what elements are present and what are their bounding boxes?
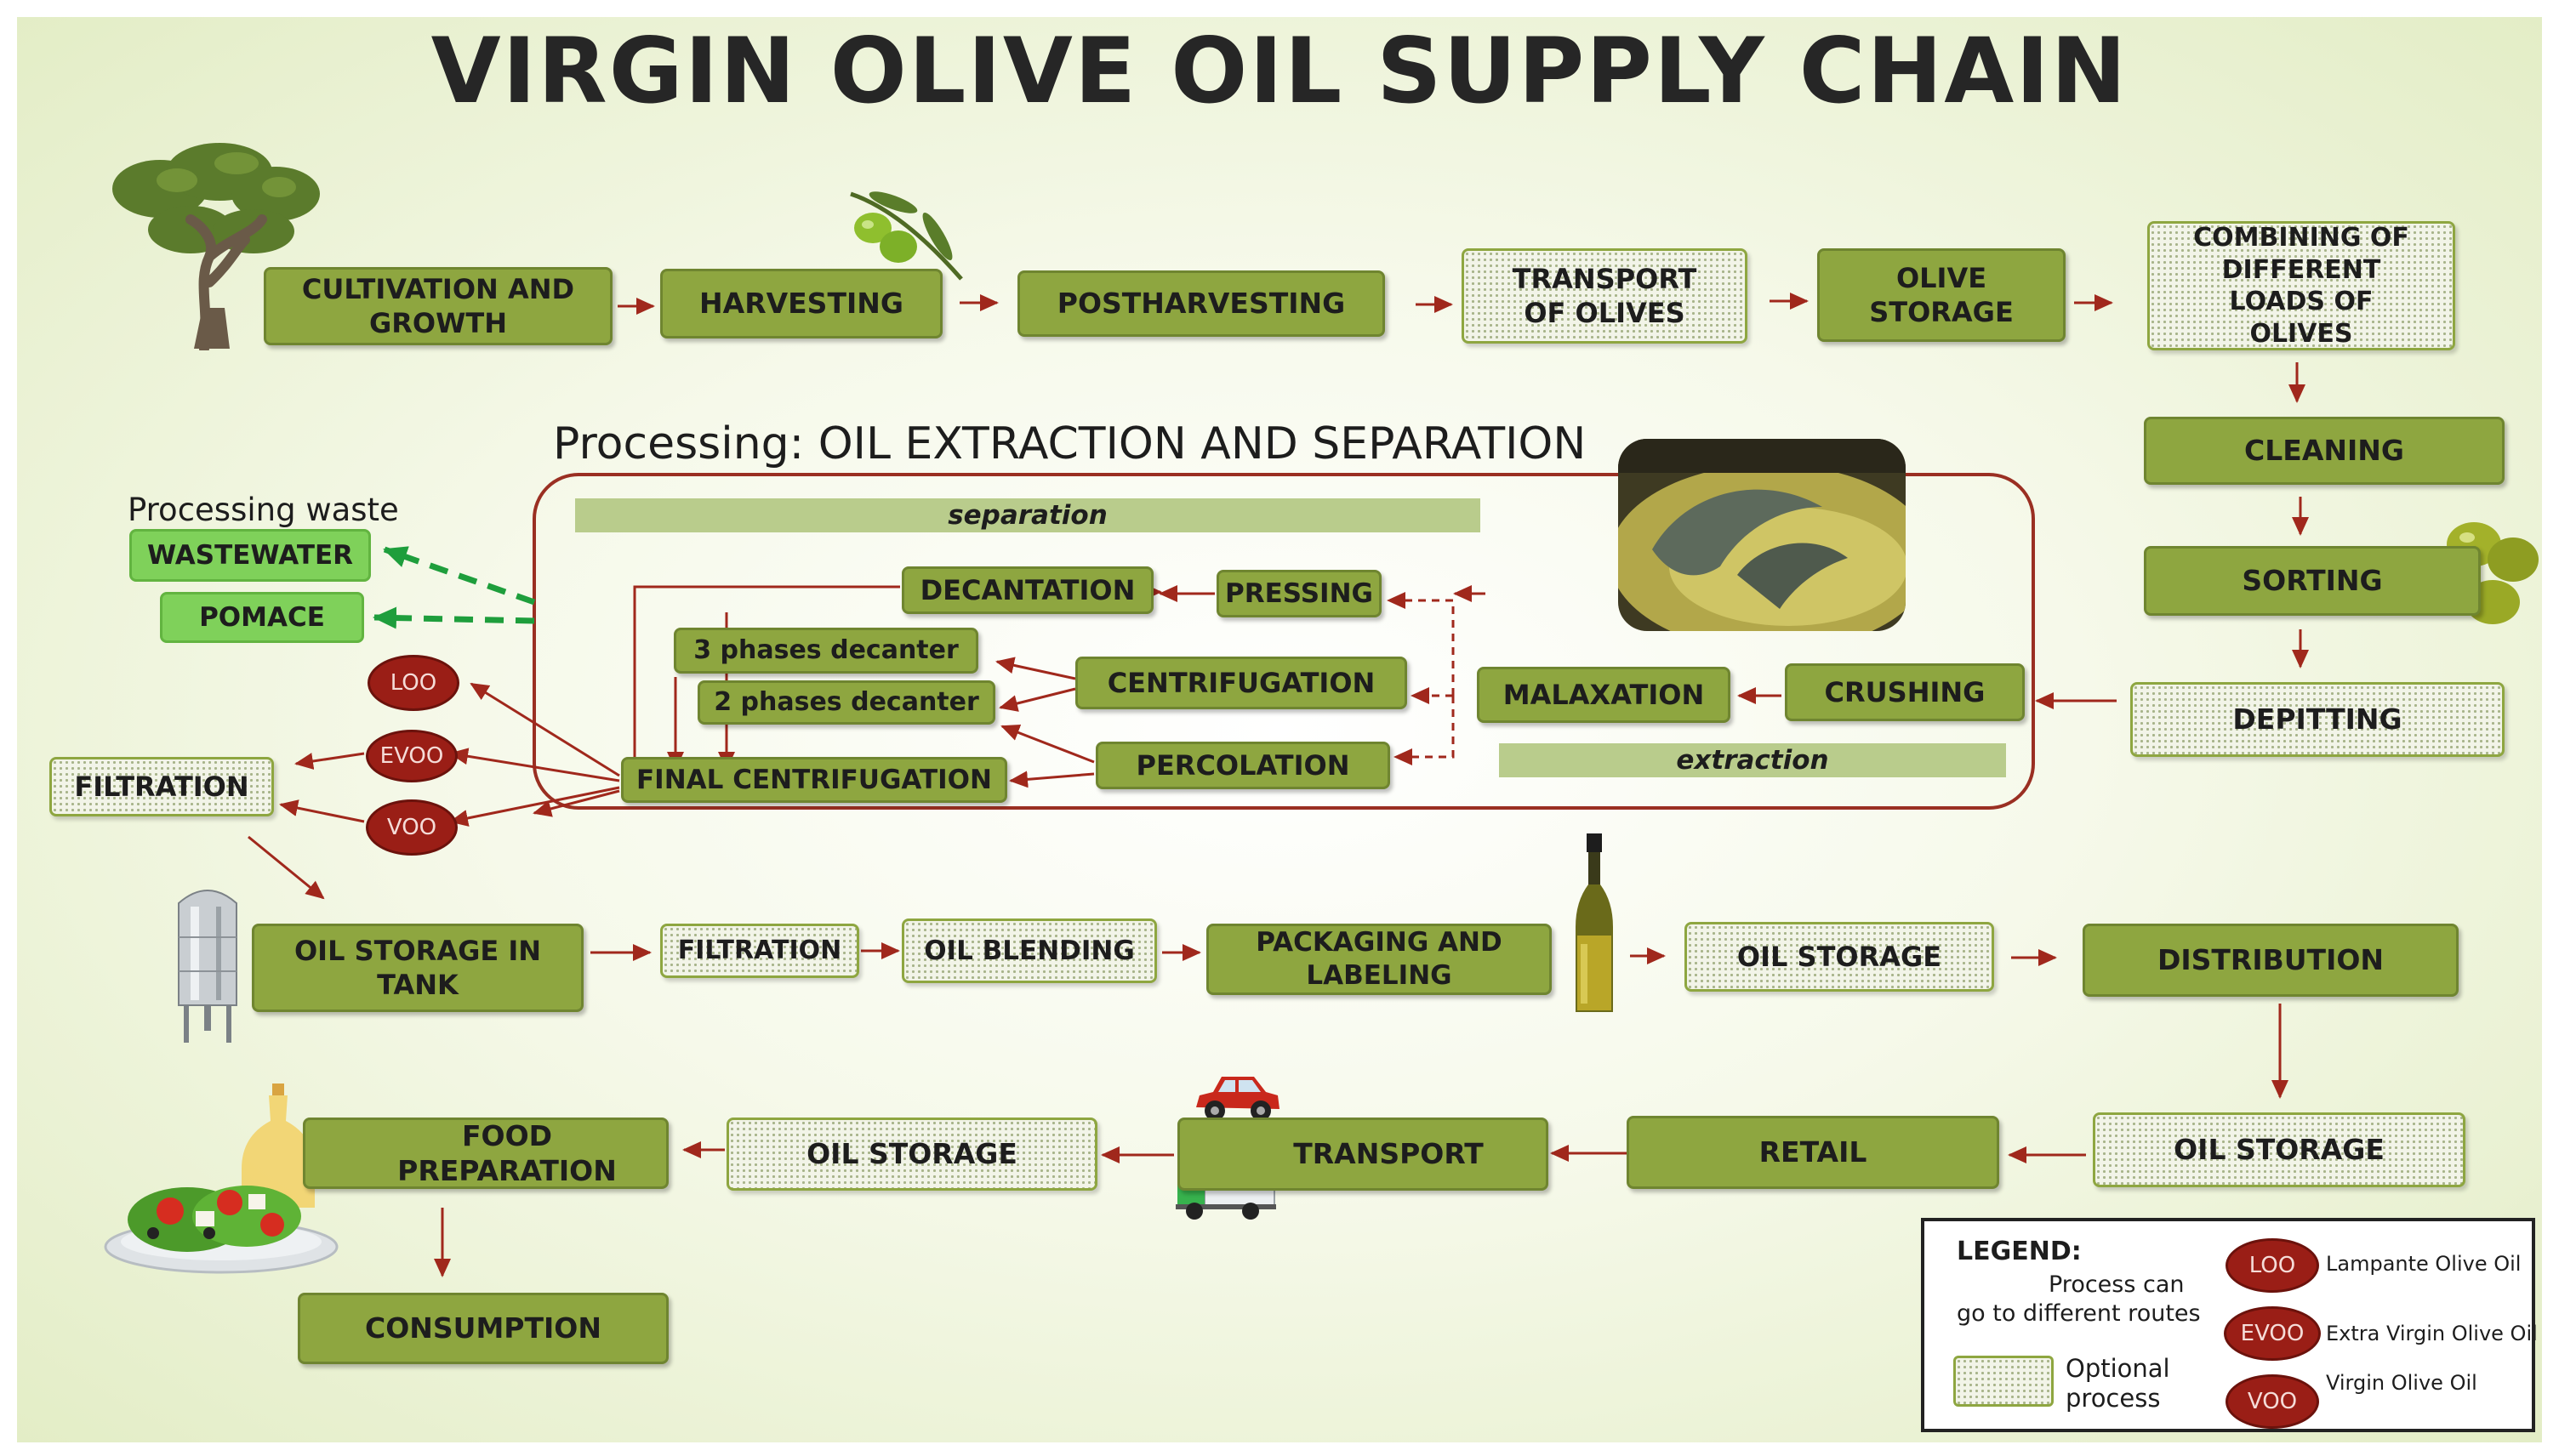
legend-optional-text: Optional process xyxy=(2066,1354,2170,1413)
separation-bar: separation xyxy=(575,498,1480,532)
two-phase-decanter-step: 2 phases decanter xyxy=(698,680,995,725)
legend-loo-oil: LOO xyxy=(2226,1238,2319,1293)
consumption-step: CONSUMPTION xyxy=(298,1293,669,1364)
filtration-step: FILTRATION xyxy=(660,924,859,978)
pomace-box: POMACE xyxy=(160,592,364,643)
oil-storage-tank-step: OIL STORAGE IN TANK xyxy=(252,924,584,1012)
oil-bottle-icon xyxy=(1576,833,1613,1012)
oil-blending-step: OIL BLENDING xyxy=(902,919,1157,983)
background-panel xyxy=(17,17,2542,1442)
transport-step: TRANSPORT xyxy=(1177,1118,1548,1191)
legend-routes-text: Process can go to different routes xyxy=(1957,1271,2201,1327)
legend-evoo-text: Extra Virgin Olive Oil xyxy=(2326,1322,2538,1345)
packaging-step: PACKAGING AND LABELING xyxy=(1206,924,1552,995)
oil-storage-3-step: OIL STORAGE xyxy=(727,1118,1097,1191)
filtration-left-step: FILTRATION xyxy=(49,757,274,816)
food-preparation-step: FOOD PREPARATION xyxy=(303,1118,669,1189)
postharvesting-step: POSTHARVESTING xyxy=(1017,270,1385,337)
cultivation-step: CULTIVATION AND GROWTH xyxy=(264,267,613,345)
harvesting-step: HARVESTING xyxy=(660,269,943,338)
decantation-step: DECANTATION xyxy=(902,566,1154,614)
olive-branch-icon xyxy=(850,191,963,281)
distribution-step: DISTRIBUTION xyxy=(2083,924,2459,997)
car-icon xyxy=(1196,1077,1280,1121)
transport-olives-step: TRANSPORT OF OLIVES xyxy=(1462,248,1747,344)
oil-storage-1-step: OIL STORAGE xyxy=(1684,922,1994,992)
voo-oil: VOO xyxy=(366,799,458,856)
diagram-title: VIRGIN OLIVE OIL SUPPLY CHAIN xyxy=(430,19,2129,123)
steel-tank-icon xyxy=(178,890,237,1043)
olives-icon xyxy=(2447,522,2539,624)
combining-step: COMBINING OF DIFFERENT LOADS OF OLIVES xyxy=(2147,221,2455,350)
three-phase-decanter-step: 3 phases decanter xyxy=(674,628,978,674)
legend-evoo-oil: EVOO xyxy=(2224,1306,2321,1361)
sorting-step: SORTING xyxy=(2144,546,2481,616)
legend-loo-text: Lampante Olive Oil xyxy=(2326,1252,2522,1276)
legend-box: LEGEND: Process can go to different rout… xyxy=(1921,1218,2538,1432)
waste-title: Processing waste xyxy=(128,492,399,528)
olive-storage-step: OLIVE STORAGE xyxy=(1817,248,2066,342)
mill-photo-icon xyxy=(1618,439,1906,631)
evoo-oil: EVOO xyxy=(366,730,458,782)
olive-tree-icon xyxy=(112,143,320,350)
salad-icon xyxy=(104,1083,339,1274)
legend-voo-text: Virgin Olive Oil xyxy=(2326,1371,2477,1395)
centrifugation-step: CENTRIFUGATION xyxy=(1075,657,1407,709)
percolation-step: PERCOLATION xyxy=(1096,742,1390,789)
extraction-bar: extraction xyxy=(1499,743,2006,777)
legend-title: LEGEND: xyxy=(1957,1237,2082,1266)
loo-oil: LOO xyxy=(368,655,459,711)
final-centrifugation-step: FINAL CENTRIFUGATION xyxy=(621,757,1007,803)
oil-storage-2-step: OIL STORAGE xyxy=(2093,1112,2465,1187)
retail-step: RETAIL xyxy=(1627,1116,1999,1189)
wastewater-box: WASTEWATER xyxy=(129,529,371,582)
crushing-step: CRUSHING xyxy=(1785,663,2025,721)
malaxation-step: MALAXATION xyxy=(1477,667,1730,723)
depitting-step: DEPITTING xyxy=(2130,682,2505,757)
legend-voo-oil: VOO xyxy=(2226,1374,2319,1429)
legend-optional-swatch xyxy=(1953,1356,2054,1407)
processing-title: Processing: OIL EXTRACTION AND SEPARATIO… xyxy=(553,418,1587,469)
pressing-step: PRESSING xyxy=(1217,570,1382,617)
cleaning-step: CLEANING xyxy=(2144,417,2505,485)
